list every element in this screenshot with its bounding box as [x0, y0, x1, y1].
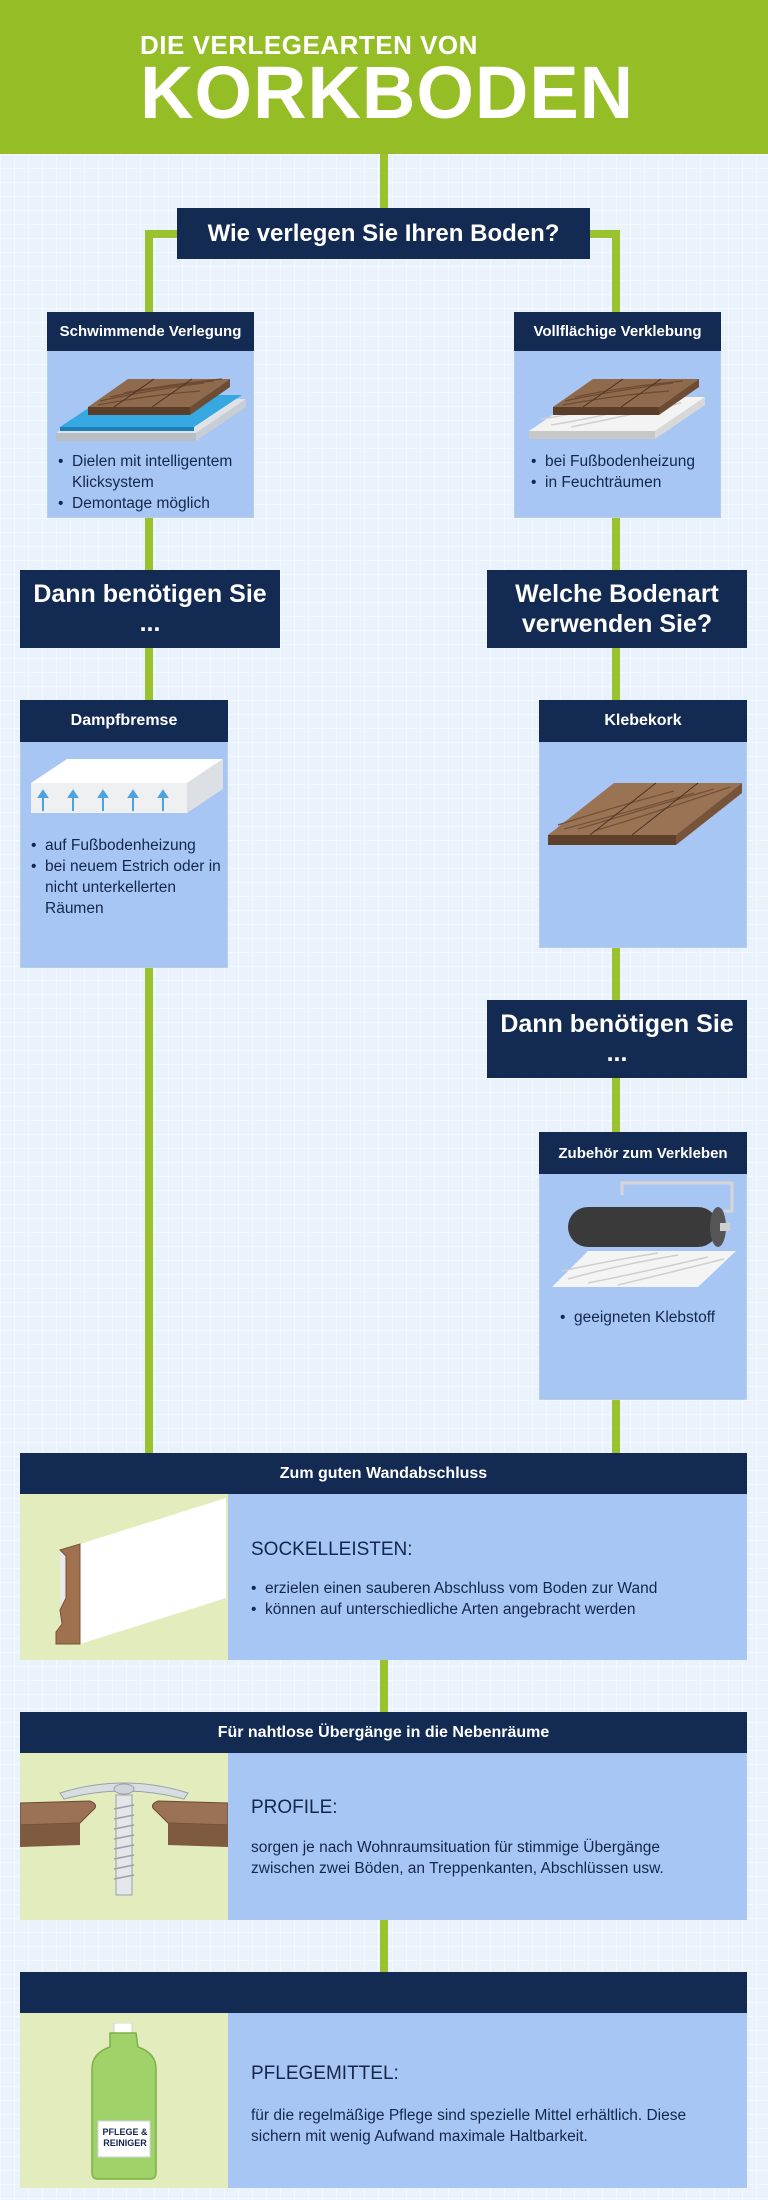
vapor-bullet-2: bei neuem Estrich oder in nicht unterkel… [31, 856, 221, 919]
connector-left-1 [145, 518, 153, 570]
cleaner-bottle-illustration [91, 2023, 157, 2180]
accessory-title: Zubehör zum Verkleben [539, 1132, 747, 1174]
connector-right-branch-h [590, 230, 620, 238]
connector-right-1 [612, 518, 620, 570]
connector-right-5 [612, 1400, 620, 1453]
connector-right-4 [612, 1078, 620, 1132]
skirting-bullet-2: können auf unterschiedliche Arten angebr… [251, 1599, 741, 1620]
accessory-card: Zubehör zum Verkleben geeigneten Klebsto… [539, 1132, 747, 1400]
vapor-bullet-1: auf Fußbodenheizung [31, 835, 221, 856]
header-banner: DIE VERLEGEARTEN VON KORKBODEN [0, 0, 768, 154]
connector-mid-2 [380, 1920, 388, 1972]
profiles-text-area: PROFILE: sorgen je nach Wohnraumsituatio… [228, 1753, 747, 1920]
vapor-bullet-list: auf Fußbodenheizung bei neuem Estrich od… [31, 835, 221, 919]
header-pretitle: DIE VERLEGEARTEN VON [140, 30, 478, 60]
floating-bullet-1: Dielen mit intelligentem Klicksystem [58, 451, 248, 493]
floor-question-text: Welche Bodenart verwenden Sie? [515, 580, 719, 638]
vapor-barrier-title-text: Dampfbremse [70, 712, 178, 729]
care-description: für die regelmäßige Pflege sind speziell… [251, 2107, 687, 2145]
full-glue-title-text: Vollflächige Verklebung [533, 323, 702, 340]
care-heading: PFLEGEMITTEL: [251, 2063, 399, 2084]
need-right-text: Dann benötigen Sie ... [500, 1010, 734, 1067]
profiles-bar-text: Für nahtlose Übergänge in die Nebenräume [217, 1723, 550, 1741]
profiles-heading: PROFILE: [251, 1797, 338, 1818]
floating-installation-title: Schwimmende Verlegung [47, 312, 254, 351]
accessory-bullet-list: geeigneten Klebstoff [560, 1307, 740, 1328]
profiles-image-area [19, 1753, 229, 1920]
connector-left-branch-v [145, 230, 153, 313]
care-text-area: PFLEGEMITTEL: für die regelmäßige Pflege… [228, 2013, 747, 2188]
full-glue-card: Vollflächige Verklebung bei Fußbodenheiz… [514, 312, 721, 518]
skirting-bullet-1: erzielen einen sauberen Abschluss vom Bo… [251, 1578, 741, 1599]
vapor-barrier-title: Dampfbremse [20, 700, 228, 742]
need-right-box: Dann benötigen Sie ... [487, 1000, 747, 1078]
floating-floor-illustration [56, 378, 246, 441]
connector-left-long [145, 968, 153, 1453]
vapor-barrier-card: Dampfbremse auf Fußbodenheizung bei neue… [20, 700, 228, 968]
glue-cork-title-text: Klebekork [604, 712, 682, 729]
skirting-heading: SOCKELLEISTEN: [251, 1539, 413, 1560]
full-glue-bullet-list: bei Fußbodenheizung in Feuchträumen [531, 451, 715, 493]
floating-installation-card: Schwimmende Verlegung Dielen mit intelli… [47, 312, 254, 518]
skirting-bullet-list: erzielen einen sauberen Abschluss vom Bo… [251, 1578, 741, 1620]
skirting-bar-text: Zum guten Wandabschluss [279, 1464, 488, 1482]
cork-plank-illustration [548, 782, 742, 845]
glue-cork-card: Klebekork [539, 700, 747, 948]
connector-right-branch-v [612, 230, 620, 313]
need-left-box: Dann benötigen Sie ... [20, 570, 280, 648]
skirting-text-area: SOCKELLEISTEN: erzielen einen sauberen A… [228, 1494, 747, 1660]
glued-floor-illustration [529, 378, 705, 439]
full-glue-title: Vollflächige Verklebung [514, 312, 721, 351]
main-question-box: Wie verlegen Sie Ihren Boden? [177, 208, 590, 259]
header-title: KORKBODEN [140, 51, 635, 134]
care-bar [20, 1972, 747, 2013]
transition-profile-illustration [19, 1782, 229, 1896]
accessory-bullet-1: geeigneten Klebstoff [560, 1307, 740, 1328]
glue-cork-title: Klebekork [539, 700, 747, 742]
connector-right-3 [612, 948, 620, 1000]
floating-bullet-2: Demontage möglich [58, 493, 248, 514]
connector-top [380, 154, 388, 209]
full-glue-bullet-2: in Feuchträumen [531, 472, 715, 493]
connector-right-2 [612, 648, 620, 700]
connector-mid-1 [380, 1660, 388, 1712]
connector-left-branch-h [145, 230, 177, 238]
floor-question-box: Welche Bodenart verwenden Sie? [487, 570, 747, 648]
need-left-text: Dann benötigen Sie ... [33, 580, 267, 637]
floating-bullet-list: Dielen mit intelligentem Klicksystem Dem… [58, 451, 248, 514]
bottle-label: PFLEGE & REINIGER [102, 2127, 148, 2148]
skirting-bar: Zum guten Wandabschluss [20, 1453, 747, 1494]
connector-left-2 [145, 648, 153, 700]
full-glue-bullet-1: bei Fußbodenheizung [531, 451, 715, 472]
accessory-title-text: Zubehör zum Verkleben [558, 1144, 728, 1162]
profiles-bar: Für nahtlose Übergänge in die Nebenräume [20, 1712, 747, 1753]
care-image-area: PFLEGE & REINIGER [20, 2013, 228, 2188]
paint-roller-icon [552, 1181, 736, 1287]
skirting-board-illustration [55, 1498, 226, 1645]
profiles-description: sorgen je nach Wohnraumsituation für sti… [251, 1839, 664, 1877]
floating-installation-title-text: Schwimmende Verlegung [59, 323, 242, 340]
main-question-text: Wie verlegen Sie Ihren Boden? [207, 219, 560, 247]
vapor-barrier-illustration [31, 759, 223, 813]
skirting-image-area [20, 1494, 228, 1660]
